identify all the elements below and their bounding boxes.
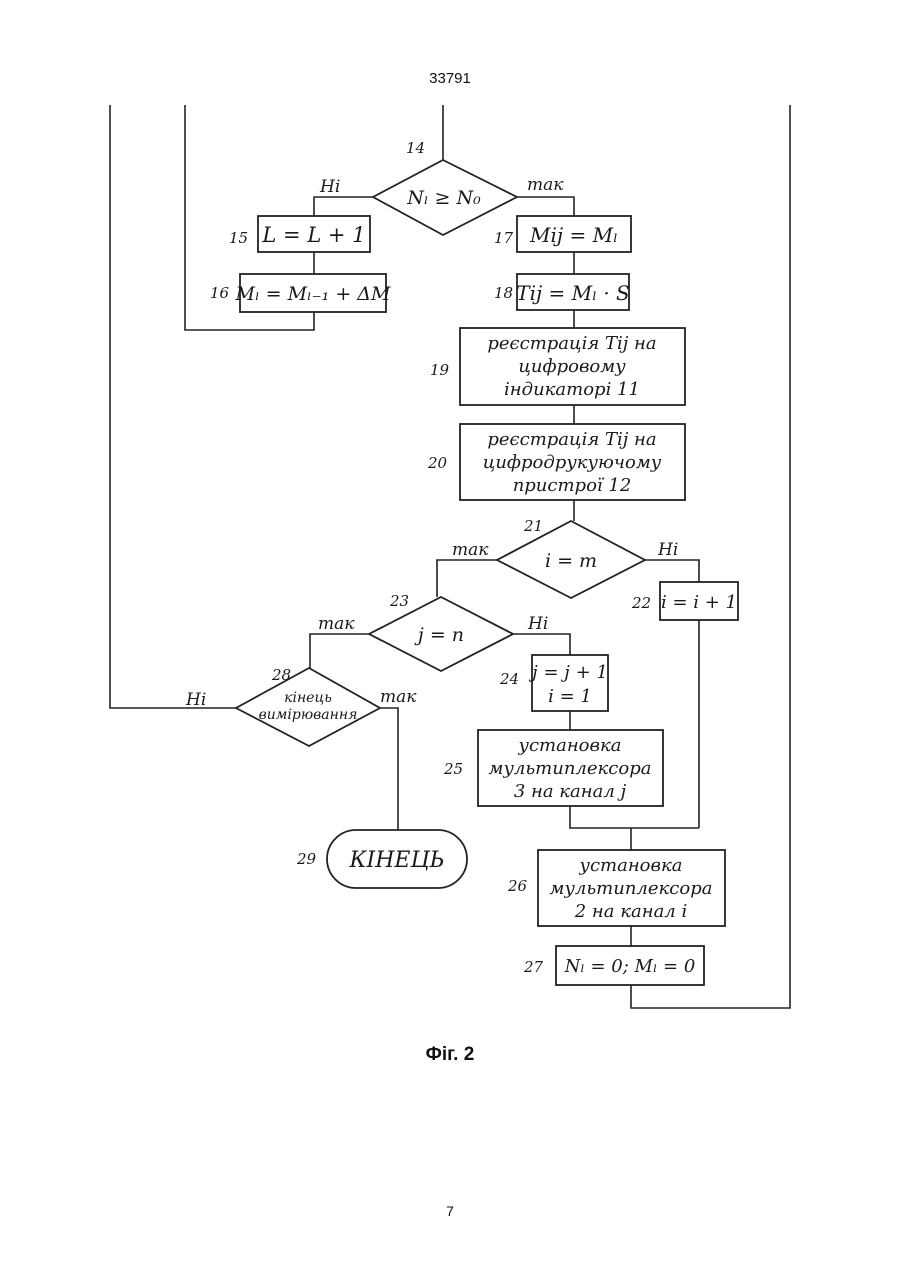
block-16-number: 16 [210, 284, 230, 302]
decision-28-yes-label: так [380, 687, 417, 707]
block-27-text: Nₗ = 0; Mₗ = 0 [564, 956, 696, 977]
decision-28-line-2: вимірювання [259, 707, 358, 723]
process-block-25: установка мультиплексора 3 на канал j 25 [443, 730, 663, 806]
block-16-text: Mₗ = Mₗ₋₁ + ΔM [235, 283, 391, 305]
block-22-text: i = i + 1 [661, 592, 737, 613]
block-25-line-1: установка [518, 735, 622, 756]
block-19-line-3: індикаторі 11 [504, 379, 640, 400]
block-18-number: 18 [494, 284, 513, 302]
process-block-26: установка мультиплексора 2 на канал i 26 [507, 850, 725, 926]
block-14-number: 14 [406, 139, 425, 157]
page-number: 7 [0, 1203, 900, 1219]
block-26-line-2: мультиплексора [550, 878, 713, 899]
decision-block-21: i = m 21 так Ні [452, 517, 678, 598]
decision-23-no-label: Ні [527, 614, 548, 634]
process-block-20: реєстрація Tij на цифродрукуючому пристр… [427, 424, 685, 500]
process-block-24: j = j + 1 i = 1 24 [499, 655, 608, 711]
decision-21-text: i = m [545, 550, 597, 572]
block-26-line-3: 2 на канал i [574, 901, 688, 922]
process-block-15: L = L + 1 15 [229, 216, 370, 252]
block-19-line-1: реєстрація Tij на [487, 333, 656, 354]
decision-14-text: Nₗ ≥ N₀ [406, 187, 481, 209]
block-27-number: 27 [523, 958, 544, 976]
block-19-line-2: цифровому [518, 356, 626, 377]
block-17-number: 17 [494, 229, 514, 247]
figure-caption: Фіг. 2 [0, 1044, 900, 1066]
process-block-19: реєстрація Tij на цифровому індикаторі 1… [430, 328, 685, 405]
block-26-number: 26 [507, 877, 528, 895]
block-20-number: 20 [427, 454, 448, 472]
decision-14-yes-label: так [527, 175, 564, 195]
block-29-text: КІНЕЦЬ [349, 848, 445, 873]
decision-14-no-label: Ні [319, 177, 340, 197]
block-18-text: Tij = Mₗ · S [516, 281, 630, 305]
block-28-number: 28 [271, 666, 291, 684]
process-block-17: Mij = Mₗ 17 [494, 216, 631, 252]
block-15-text: L = L + 1 [261, 223, 365, 247]
block-20-line-3: пристрої 12 [513, 475, 632, 496]
process-block-18: Tij = Mₗ · S 18 [494, 274, 630, 310]
block-25-line-3: 3 на канал j [514, 781, 627, 802]
decision-block-28: кінець вимірювання 28 Ні так [185, 666, 417, 746]
block-21-number: 21 [523, 517, 543, 535]
decision-23-yes-label: так [318, 614, 355, 634]
block-22-number: 22 [631, 594, 651, 612]
terminator-block-29: КІНЕЦЬ 29 [296, 830, 467, 888]
block-17-text: Mij = Mₗ [529, 223, 618, 247]
block-25-line-2: мультиплексора [489, 758, 652, 779]
block-15-number: 15 [229, 229, 248, 247]
decision-21-yes-label: так [452, 540, 489, 560]
decision-28-no-label: Ні [185, 690, 206, 710]
process-block-27: Nₗ = 0; Mₗ = 0 27 [523, 946, 704, 985]
decision-block-23: j = n 23 так Ні [318, 592, 548, 671]
block-20-line-1: реєстрація Tij на [487, 429, 656, 450]
block-26-line-1: установка [579, 855, 683, 876]
block-24-line-1: j = j + 1 [528, 662, 608, 683]
process-block-16: Mₗ = Mₗ₋₁ + ΔM 16 [210, 274, 391, 312]
decision-23-text: j = n [414, 624, 464, 646]
block-20-line-2: цифродрукуючому [483, 452, 662, 473]
decision-21-no-label: Ні [657, 540, 678, 560]
block-23-number: 23 [389, 592, 409, 610]
process-block-22: i = i + 1 22 [631, 582, 738, 620]
block-19-number: 19 [430, 361, 450, 379]
block-24-number: 24 [499, 670, 519, 688]
block-29-number: 29 [296, 850, 317, 868]
decision-28-line-1: кінець [284, 690, 332, 706]
block-25-number: 25 [443, 760, 463, 778]
block-24-line-2: i = 1 [548, 686, 592, 707]
